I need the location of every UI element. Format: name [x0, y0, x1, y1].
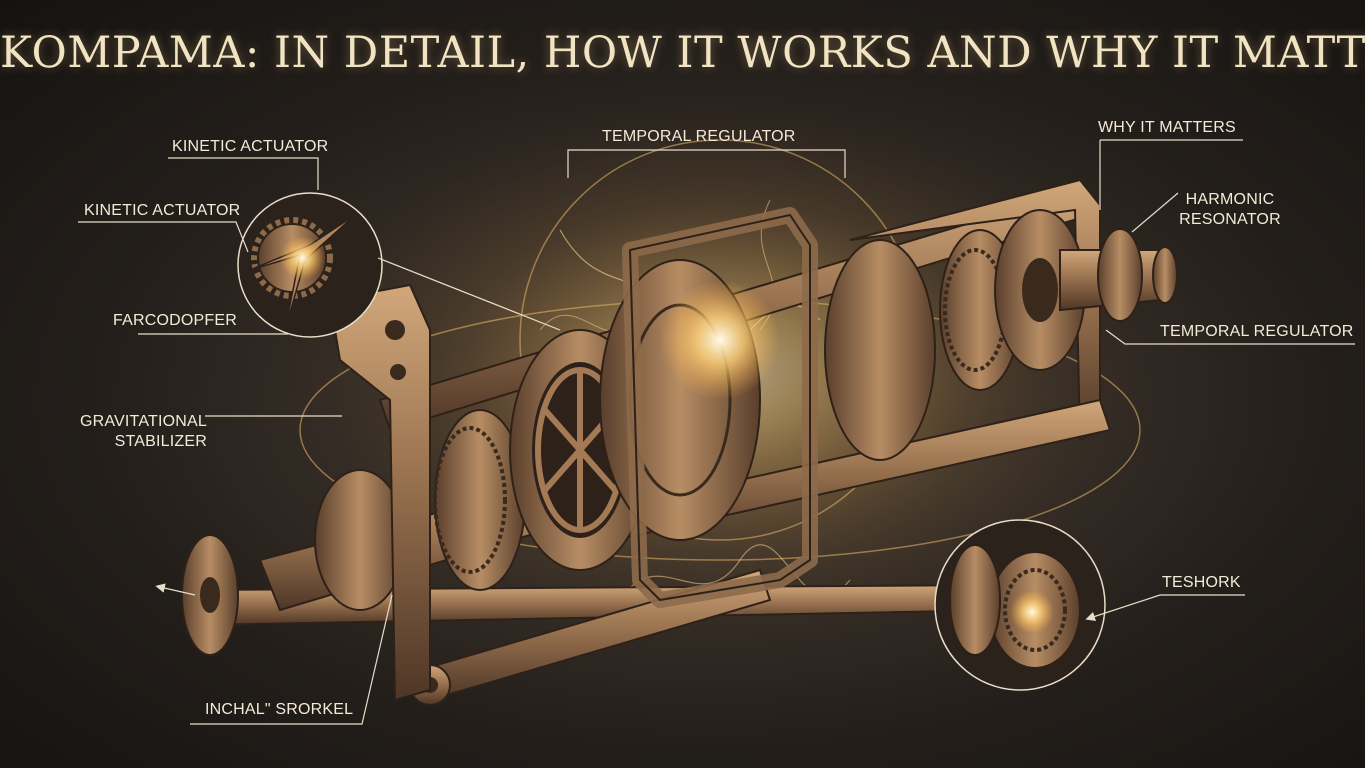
label-inchal-srorkel: INCHAL" SRORKEL — [205, 701, 354, 718]
label-temporal-regulator-right: TEMPORAL REGULATOR — [1160, 323, 1354, 340]
label-harmonic-resonator-line2: RESONATOR — [1179, 211, 1281, 228]
label-kinetic-actuator-top: KINETIC ACTUATOR — [172, 138, 329, 155]
inset-kinetic-actuator — [237, 192, 383, 338]
label-gravitational-stabilizer-line2: STABILIZER — [114, 433, 207, 450]
label-gravitational-stabilizer-line1: GRAVITATIONAL — [79, 413, 207, 430]
label-harmonic-resonator: HARMONIC RESONATOR — [1175, 190, 1285, 230]
center-frame — [622, 207, 818, 608]
label-gravitational-stabilizer: GRAVITATIONAL STABILIZER — [62, 412, 207, 452]
inset-teshork — [934, 519, 1106, 691]
label-harmonic-resonator-line1: HARMONIC — [1185, 191, 1275, 208]
leader-lines — [78, 139, 1355, 725]
right-output-hub — [1059, 228, 1178, 322]
label-teshork: TESHORK — [1162, 574, 1241, 591]
label-temporal-regulator-top: TEMPORAL REGULATOR — [602, 128, 796, 145]
gear-cylinder-right — [824, 209, 1086, 461]
core-flash — [660, 280, 780, 400]
left-frame-plate — [328, 283, 431, 702]
page-title: KOMPAMA: IN DETAIL, HOW IT WORKS AND WHY… — [0, 28, 1365, 78]
label-farcodopfer: FARCODOPFER — [113, 312, 237, 329]
label-kinetic-actuator: KINETIC ACTUATOR — [84, 202, 241, 219]
label-why-it-matters: WHY IT MATTERS — [1098, 119, 1236, 136]
left-output-hub — [181, 469, 406, 656]
